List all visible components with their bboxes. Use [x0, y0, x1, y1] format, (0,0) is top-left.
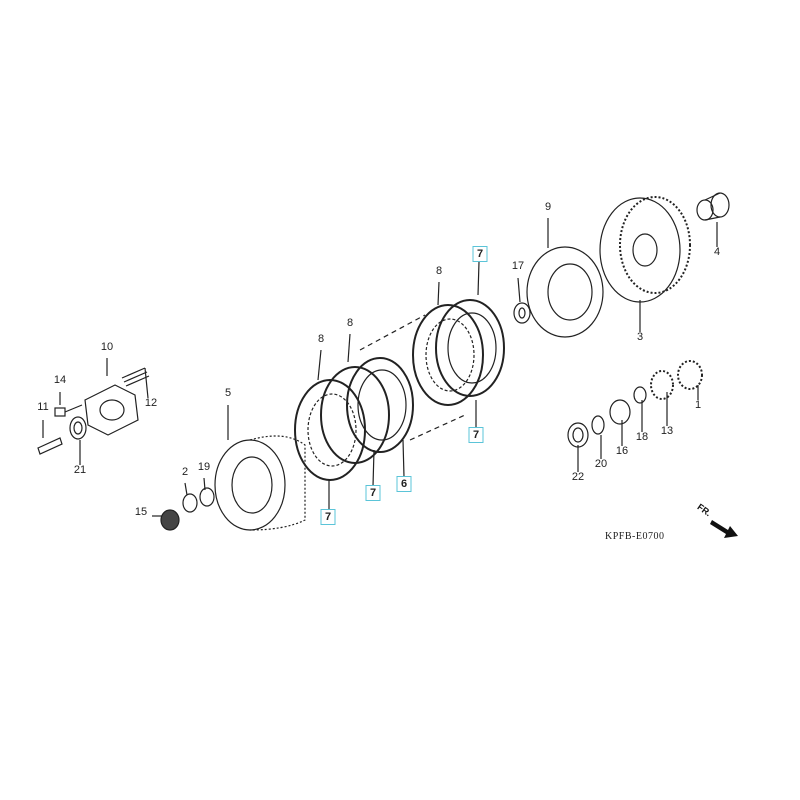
- part-label-17: 17: [511, 260, 525, 272]
- part-label-9: 9: [544, 201, 552, 213]
- part-label-8b: 8: [346, 317, 354, 329]
- part-label-12: 12: [144, 397, 158, 409]
- part-label-2: 2: [181, 466, 189, 478]
- part-label-3: 3: [636, 331, 644, 343]
- part-label-13: 13: [660, 425, 674, 437]
- part-label-10: 10: [100, 341, 114, 353]
- part-label-20: 20: [594, 458, 608, 470]
- part-label-boxed-7a: 7: [320, 509, 336, 525]
- part-label-boxed-7b: 7: [365, 485, 381, 501]
- part-label-boxed-6: 6: [396, 476, 412, 492]
- part-label-4: 4: [713, 246, 721, 258]
- part-label-15: 15: [134, 506, 148, 518]
- part-label-5: 5: [224, 387, 232, 399]
- part-label-14: 14: [53, 374, 67, 386]
- part-label-8a: 8: [317, 333, 325, 345]
- part-label-1: 1: [694, 399, 702, 411]
- part-label-21: 21: [73, 464, 87, 476]
- part-label-boxed-7d: 7: [468, 427, 484, 443]
- part-label-16: 16: [615, 445, 629, 457]
- part-label-11: 11: [37, 401, 49, 413]
- part-label-boxed-7c: 7: [472, 246, 488, 262]
- part-label-22: 22: [571, 471, 585, 483]
- part-label-18: 18: [635, 431, 649, 443]
- part-label-8c: 8: [435, 265, 443, 277]
- part-label-19: 19: [197, 461, 211, 473]
- diagram-code: KPFB-E0700: [605, 531, 665, 542]
